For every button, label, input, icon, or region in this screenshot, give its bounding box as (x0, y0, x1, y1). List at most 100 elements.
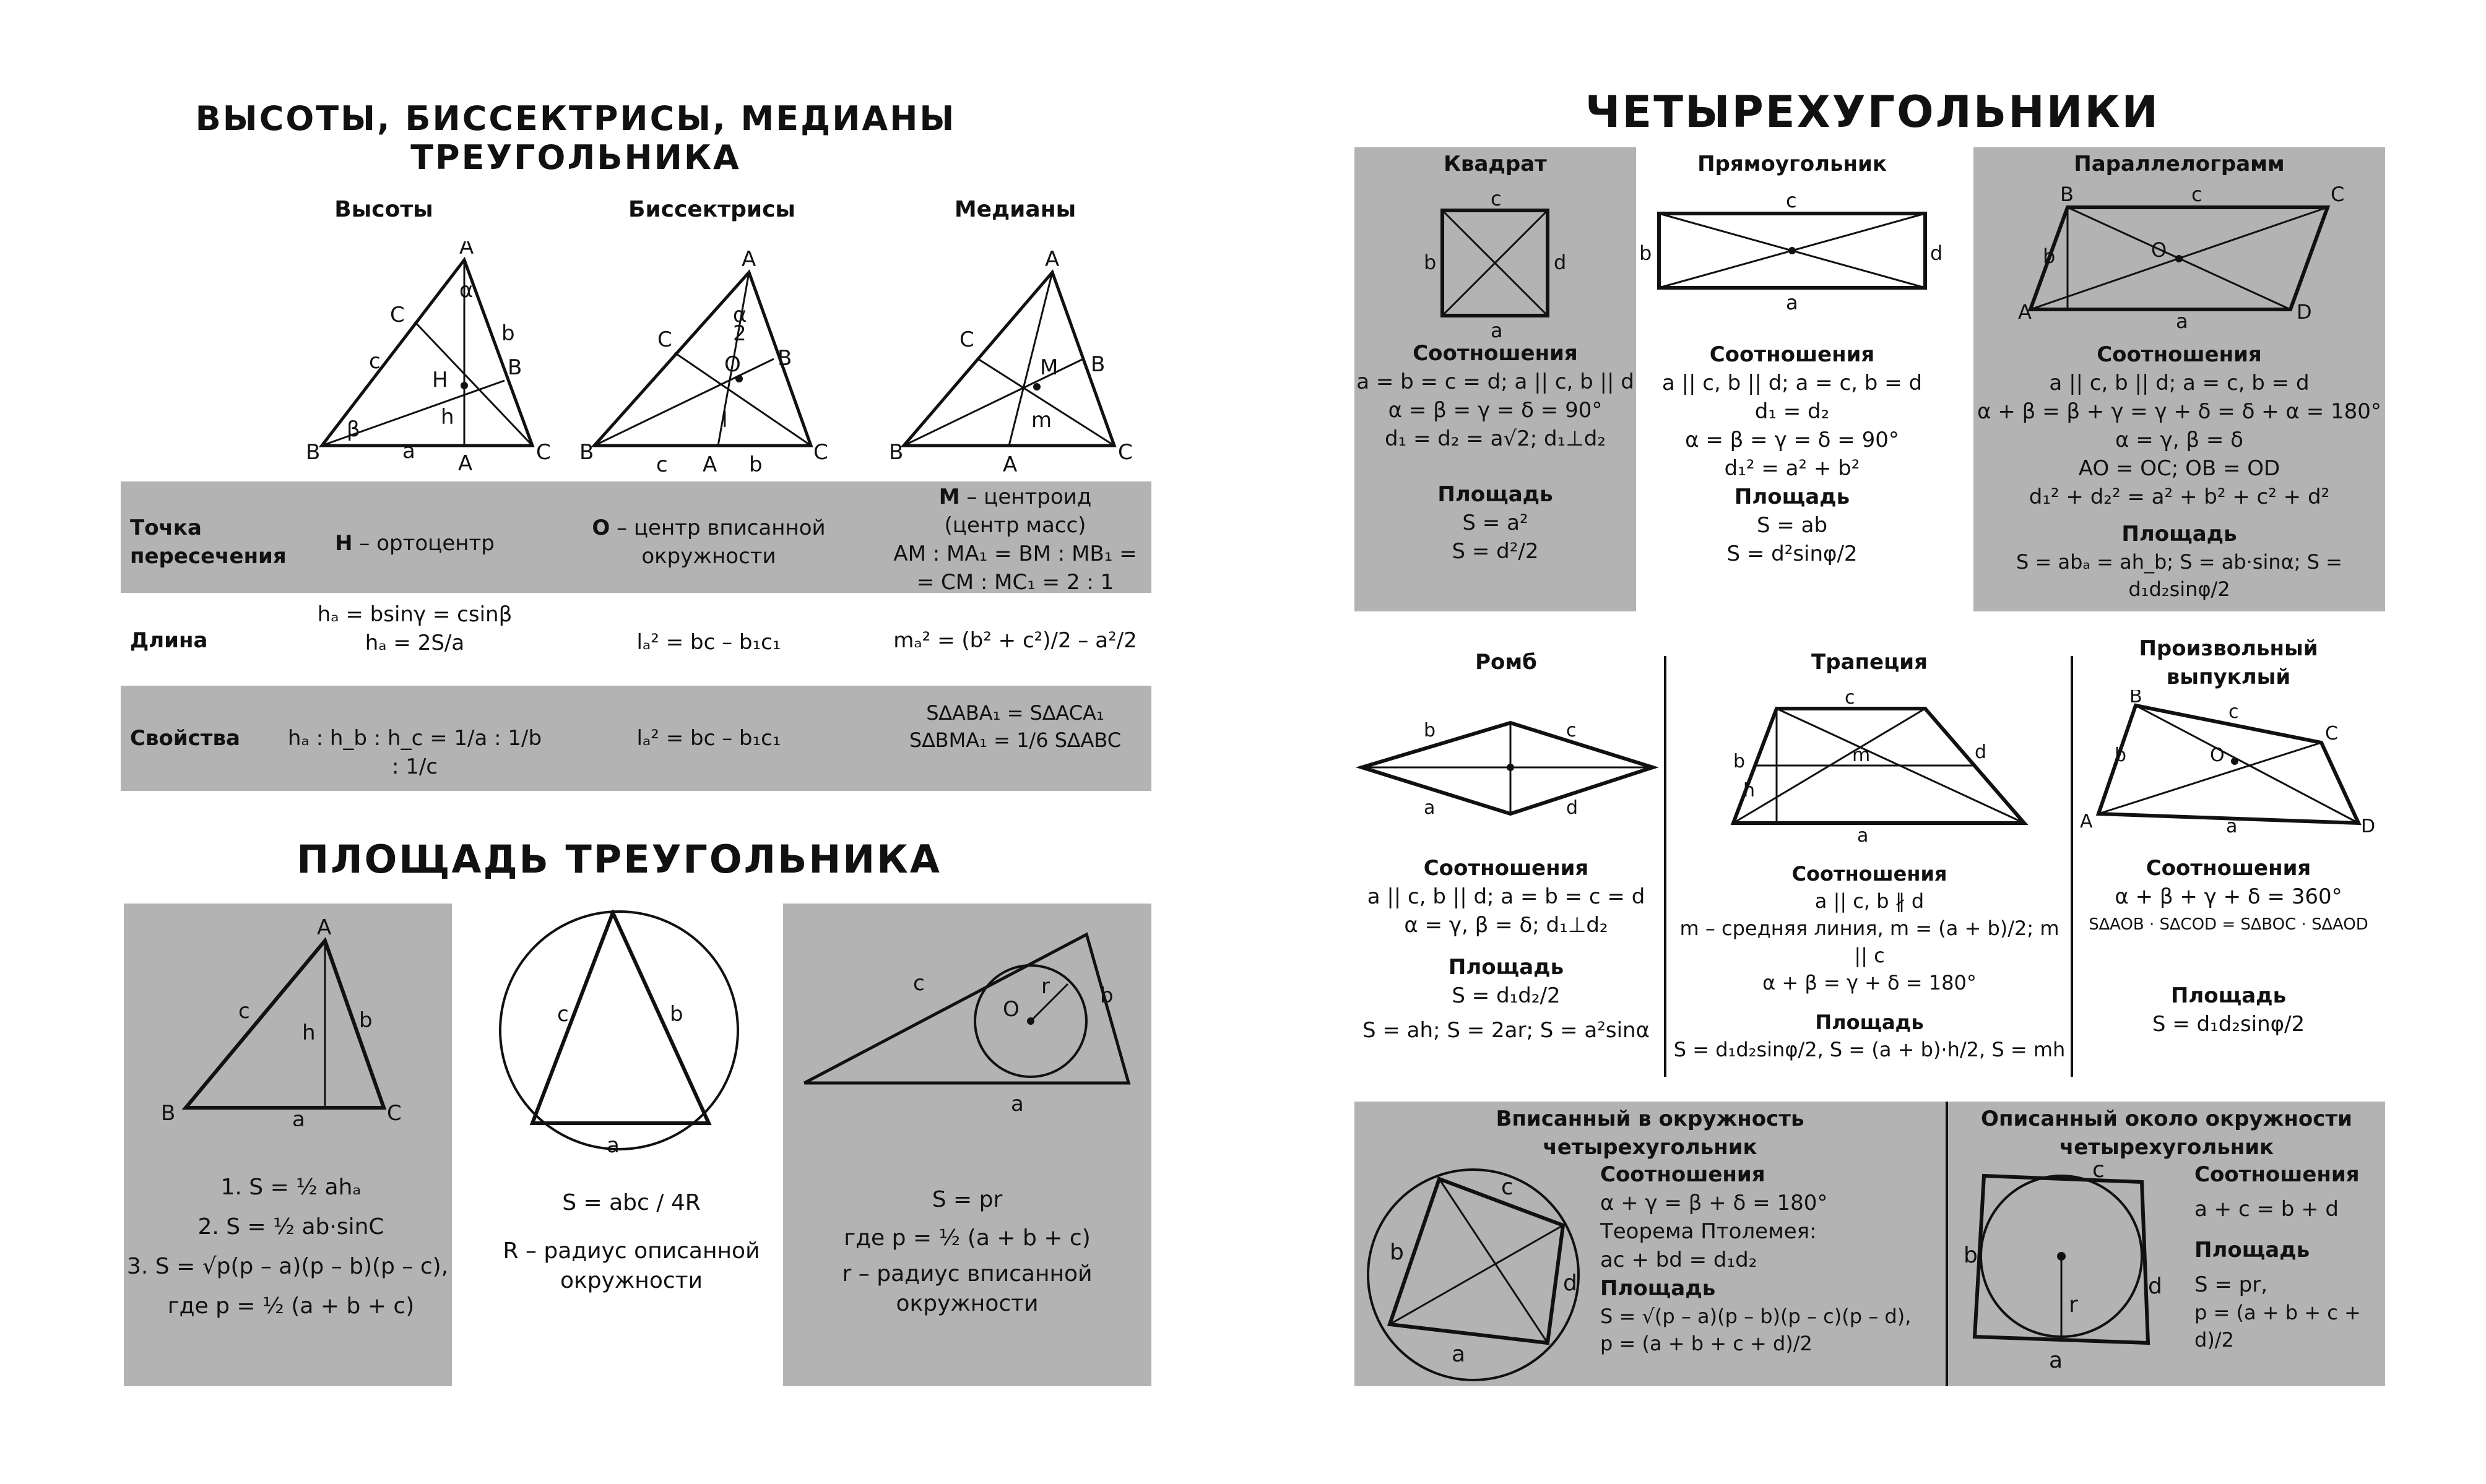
conv-rel-title: Соотношения (2146, 856, 2311, 881)
circum-a1: S = pr, (2194, 1272, 2268, 1297)
svg-text:c: c (1501, 1175, 1514, 1200)
para-area-title: Площадь (2121, 522, 2237, 546)
svg-text:O: O (1003, 997, 1020, 1022)
svg-text:D: D (2361, 816, 2375, 837)
para-a1: S = abₐ = ah_b; S = ab·sinα; S = d₁d₂sin… (2016, 550, 2342, 601)
area-formula-2: 2. S = ½ ab·sinC (197, 1214, 384, 1240)
section-title-heights: ВЫСОТЫ, БИССЕКТРИСЫ, МЕДИАНЫ ТРЕУГОЛЬНИК… (195, 99, 956, 177)
inscribed-r1: α + γ = β + δ = 180° (1600, 1191, 1828, 1215)
intersection-bisectors: O – центр вписанной окружности (576, 514, 842, 571)
area-formula-3: 3. S = √p(p – a)(p – b)(p – c), (127, 1254, 449, 1279)
circum-area-title: Площадь (2194, 1238, 2310, 1262)
centroid-line: M – центроид (885, 483, 1145, 511)
circum-title-2: четырехугольник (2059, 1135, 2274, 1160)
length-heights: hₐ = bsinγ = csinβ hₐ = 2S/a (291, 600, 539, 657)
square-r2: α = β = γ = δ = 90° (1388, 398, 1603, 423)
svg-text:B: B (306, 440, 320, 465)
area-formula-4: где p = ½ (a + b + c) (167, 1293, 415, 1319)
props-medians-2: S∆BMA₁ = 1/6 S∆ABC (909, 728, 1122, 752)
rhomb-r2: α = γ, β = δ; d₁⊥d₂ (1404, 913, 1608, 938)
inscribed-a1: S = √(p – a)(p – b)(p – c)(p – d), (1600, 1305, 1912, 1328)
conv-title: Произвольный выпуклый (2074, 634, 2383, 691)
svg-text:A: A (458, 451, 472, 476)
props-heights: hₐ : h_b : h_c = 1/a : 1/b : 1/c (287, 726, 542, 779)
svg-text:b: b (501, 321, 515, 346)
svg-text:C: C (536, 440, 551, 465)
para-r2: α + β = β + γ = γ + δ = δ + α = 180° (1977, 399, 2381, 424)
para-text: Соотношения a || c, b || d; a = c, b = d… (1973, 340, 2385, 603)
svg-text:C: C (1118, 440, 1133, 465)
length-bisectors: lₐ² = bc – b₁c₁ (636, 630, 781, 655)
svg-text:c: c (656, 452, 668, 477)
svg-text:A: A (317, 916, 331, 940)
area-formula-p: где p = ½ (a + b + c) (844, 1225, 1091, 1251)
svg-text:a: a (2176, 309, 2188, 333)
rect-title: Прямоугольник (1697, 152, 1887, 176)
svg-text:C: C (657, 327, 672, 352)
svg-text:a: a (2226, 816, 2237, 837)
conv-title-2: выпуклый (2166, 665, 2291, 689)
area-formulas-1: 1. S = ½ ahₐ 2. S = ½ ab·sinC 3. S = √p(… (127, 1173, 455, 1321)
para-r4: AO = OC; OB = OD (2078, 456, 2280, 481)
svg-text:B: B (161, 1101, 175, 1126)
svg-text:B: B (777, 346, 792, 371)
circum-title-1: Описанный около окружности (1981, 1107, 2352, 1131)
area-radius-2: окружности (560, 1268, 703, 1293)
svg-text:A: A (703, 452, 717, 477)
row-props (121, 686, 1151, 791)
orthocenter-letter: H (335, 531, 353, 556)
square-r1: a = b = c = d; a || c, b || d (1356, 369, 1634, 394)
svg-text:A: A (2080, 811, 2093, 832)
svg-text:H: H (432, 368, 448, 392)
svg-text:c: c (1845, 690, 1855, 709)
rhomb-a2: S = ah; S = 2ar; S = a²sinα (1362, 1018, 1650, 1043)
conv-r1: α + β + γ + δ = 360° (2115, 884, 2342, 909)
svg-text:b: b (1639, 241, 1652, 265)
area-formula-1: 1. S = ½ ahₐ (220, 1175, 362, 1200)
svg-text:c: c (2092, 1163, 2105, 1183)
svg-text:d: d (2148, 1274, 2162, 1299)
circum-title: Описанный около окружности четырехугольн… (1950, 1105, 2383, 1162)
svg-text:b: b (359, 1008, 373, 1033)
trap-text: Соотношения a || c, b ∦ d m – средняя ли… (1671, 860, 2068, 1063)
props-bisectors: lₐ² = bc – b₁c₁ (636, 726, 781, 751)
orthocenter-text: – ортоцентр (352, 531, 495, 556)
intersection-heights: H – ортоцентр (291, 529, 539, 558)
square-r3: d₁ = d₂ = a√2; d₁⊥d₂ (1384, 426, 1606, 451)
incenter-text: – центр вписанной окружности (610, 516, 826, 569)
svg-text:A: A (2018, 300, 2032, 324)
svg-text:d: d (1566, 797, 1578, 819)
trap-a1: S = d₁d₂sinφ/2, S = (a + b)·h/2, S = mh (1673, 1038, 2066, 1061)
svg-text:B: B (2060, 183, 2074, 206)
section-title-quadrilaterals: ЧЕТЫРЕХУГОЛЬНИКИ (1585, 87, 2160, 137)
rhomb-title: Ромб (1475, 650, 1537, 675)
inscribed-title: Вписанный в окружность четырехугольник (1354, 1105, 1946, 1162)
rhomb-a1: S = d₁d₂/2 (1452, 983, 1561, 1008)
svg-text:D: D (2297, 300, 2312, 324)
length-heights-2: hₐ = 2S/a (365, 631, 465, 655)
area-formula-abc: S = abc / 4R (562, 1190, 701, 1215)
svg-text:b: b (1424, 251, 1436, 274)
divider-3 (1946, 1102, 1948, 1386)
inscribed-area-title: Площадь (1600, 1276, 1716, 1301)
square-a2: S = d²/2 (1452, 539, 1539, 564)
conv-text: Соотношения α + β + γ + δ = 360° S∆AOB ·… (2074, 854, 2383, 1038)
svg-text:B: B (2129, 690, 2142, 707)
circum-rel-title: Соотношения (2194, 1162, 2360, 1187)
col-head-bisectors: Биссектрисы (628, 197, 795, 222)
divider-2 (2071, 656, 2073, 1077)
svg-text:b: b (2115, 744, 2126, 766)
svg-text:b: b (1733, 751, 1745, 772)
inscribed-title-2: четырехугольник (1543, 1135, 1757, 1160)
conv-r2: S∆AOB · S∆COD = S∆BOC · S∆AOD (2089, 915, 2368, 934)
area-inradius-2: окружности (896, 1291, 1039, 1316)
props-medians: S∆ABA₁ = S∆ACA₁ S∆BMA₁ = 1/6 S∆ABC (885, 699, 1145, 754)
